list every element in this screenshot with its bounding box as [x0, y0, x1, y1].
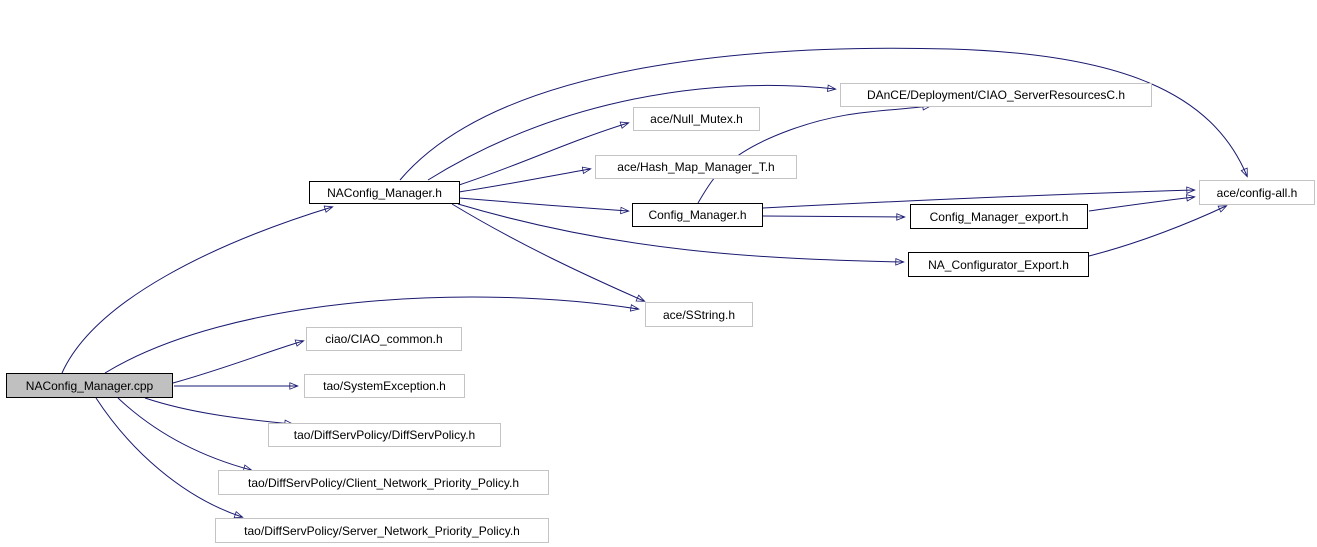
node-dance-deployment-ciao-serverresourcesc-h: DAnCE/Deployment/CIAO_ServerResourcesC.h — [840, 83, 1152, 107]
node-ace-sstring-h: ace/SString.h — [645, 302, 753, 327]
edge-cpp-to-ciao-ciao-common — [172, 341, 303, 384]
node-naconfig-manager-h[interactable]: NAConfig_Manager.h — [309, 181, 460, 204]
edge-cpp-to-ace-sstring — [104, 296, 638, 374]
node-config-manager-h[interactable]: Config_Manager.h — [632, 203, 763, 227]
node-config-manager-export-h[interactable]: Config_Manager_export.h — [910, 204, 1088, 229]
edge-naconfig-h-to-ace-hash-map-manager — [458, 169, 590, 193]
edge-naconfig-h-to-ace-sstring — [451, 203, 644, 301]
edge-config-manager-to-config-manager-export — [762, 216, 904, 217]
edge-cpp-to-tao-client-network-priority-policy — [117, 397, 251, 470]
edge-config-manager-to-ace-config-all — [762, 190, 1194, 209]
edge-cpp-to-naconfig-h — [61, 207, 332, 374]
edge-cpp-to-tao-diffservpolicy — [144, 397, 292, 424]
edge-naconfig-h-to-na-configurator-export — [457, 203, 903, 262]
edge-cpp-to-tao-server-network-priority-policy — [95, 397, 242, 517]
edge-naconfig-h-to-ace-null-mutex — [458, 123, 628, 186]
node-ace-config-all-h: ace/config-all.h — [1199, 180, 1315, 205]
node-ciao-ciao-common-h: ciao/CIAO_common.h — [306, 327, 462, 351]
node-tao-diffservpolicy-client-network-priority-policy-h: tao/DiffServPolicy/Client_Network_Priori… — [218, 470, 549, 495]
edge-config-manager-export-to-ace-config-all — [1088, 197, 1194, 212]
edge-na-configurator-export-to-ace-config-all — [1088, 206, 1226, 257]
node-ace-null-mutex-h: ace/Null_Mutex.h — [633, 107, 760, 131]
node-naconfig-manager-cpp: NAConfig_Manager.cpp — [6, 373, 173, 398]
node-ace-hash-map-manager-t-h: ace/Hash_Map_Manager_T.h — [595, 155, 797, 179]
edge-naconfig-h-to-config-manager — [458, 197, 628, 211]
node-tao-diffservpolicy-diffservpolicy-h: tao/DiffServPolicy/DiffServPolicy.h — [268, 423, 501, 447]
edge-naconfig-h-to-dance-ciao-serverresources — [427, 86, 835, 181]
node-tao-diffservpolicy-server-network-priority-policy-h: tao/DiffServPolicy/Server_Network_Priori… — [215, 518, 549, 543]
node-na-configurator-export-h[interactable]: NA_Configurator_Export.h — [908, 252, 1089, 277]
node-tao-systemexception-h: tao/SystemException.h — [304, 374, 465, 398]
edge-naconfig-h-to-ace-config-all — [399, 47, 1247, 181]
